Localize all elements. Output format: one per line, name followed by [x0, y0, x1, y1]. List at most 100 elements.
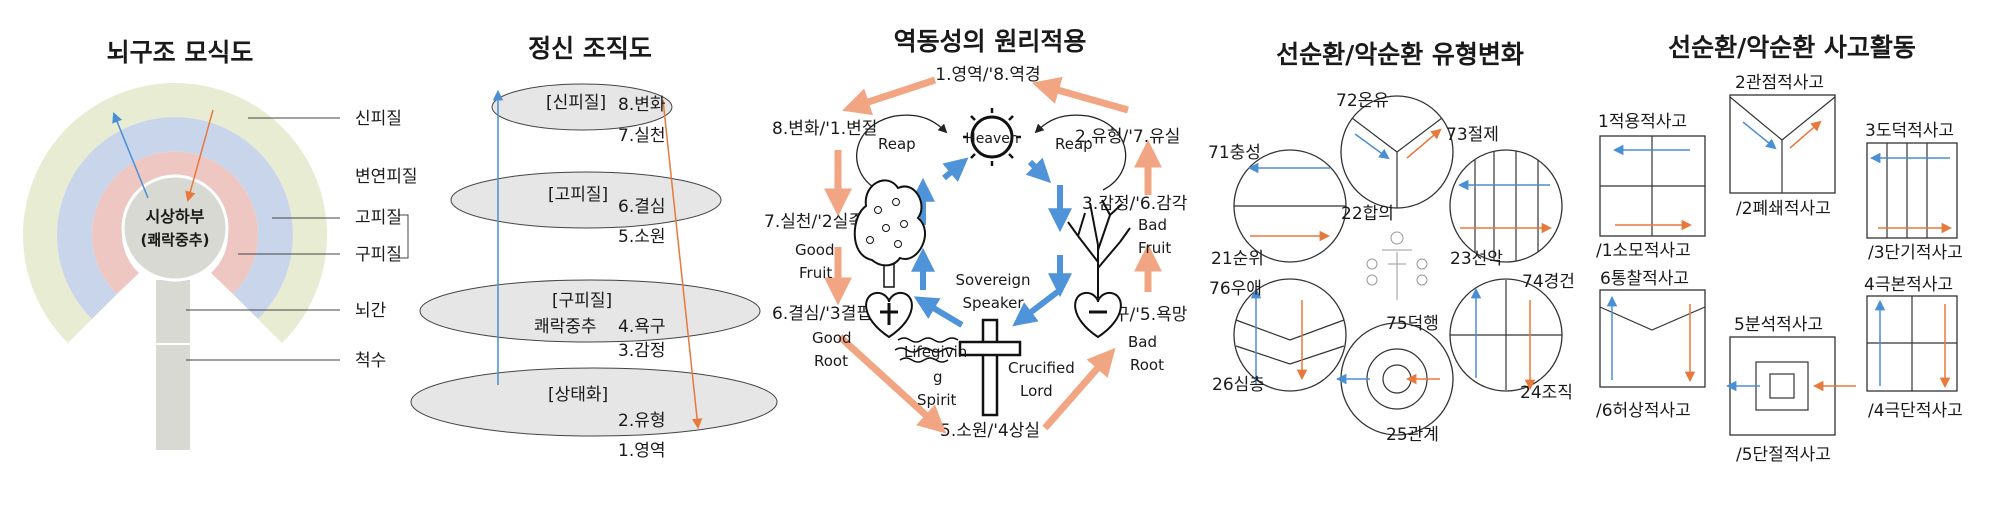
- type-circles: [1233, 95, 1563, 436]
- think-label-neg2: /2폐쇄적사고: [1736, 199, 1831, 219]
- type-label-71: 71충성: [1208, 143, 1261, 163]
- box-3: [1866, 142, 1958, 239]
- panel-cycle-thinking-activity: 선순환/악순환 사고활동: [1596, 33, 1963, 465]
- pointer-lines: [186, 117, 409, 361]
- arrow-top-right: [1031, 76, 1129, 114]
- downward-arrow: [662, 99, 703, 430]
- cycle-bottom-label: 5.소원/'4상실: [940, 421, 1040, 441]
- panel1-title: 뇌구조 모식도: [107, 38, 254, 67]
- spirit-1: Lifegivin: [904, 343, 967, 361]
- layer3-tag: [구피질]: [552, 291, 612, 311]
- blue-top-left: [942, 157, 969, 183]
- orange-arrow: [185, 109, 214, 203]
- layer-ellipse-1: [491, 83, 673, 131]
- label-limbic-cortex: 변연피질: [355, 167, 418, 187]
- sovereign-2: Speaker: [962, 294, 1024, 312]
- blue-bottom-left: [913, 296, 964, 328]
- layer3-tag2: 쾌락중추: [534, 317, 597, 337]
- spirit-2: g: [933, 368, 943, 386]
- bad-fruit-2: Fruit: [1138, 239, 1171, 257]
- crucified-1: Crucified: [1008, 359, 1075, 377]
- layer2-b: 5.소원: [618, 227, 666, 247]
- type-circle-arrows: [1247, 128, 1553, 391]
- blue-bottom-right: [1012, 287, 1062, 327]
- bad-fruit-1: Bad: [1138, 216, 1167, 234]
- type-label-26: 26심층: [1212, 375, 1265, 395]
- layer2-a: 6.결심: [618, 197, 666, 217]
- blue-arrow: [112, 112, 149, 199]
- label-paleocortex: 고피질: [355, 208, 402, 228]
- think-label-3: 3도덕적사고: [1865, 121, 1954, 141]
- sun-label: Heaven: [965, 131, 1019, 147]
- archicortex-ring: [91, 151, 258, 294]
- thinking-boxes: [1599, 94, 1958, 436]
- brainstem-block: [156, 280, 190, 343]
- crucified-2: Lord: [1020, 382, 1053, 400]
- reap-curve-left: [856, 114, 948, 191]
- type-label-23: 23선악: [1450, 249, 1503, 269]
- panel3-title: 역동성의 원리적용: [894, 27, 1087, 56]
- panel-mind-organization: 정신 조직도 [신피질] 8.변화 7.실천 [고피질] 6.결심 5.소원 […: [410, 34, 778, 461]
- type-label-24: 24조직: [1520, 383, 1573, 403]
- type-label-74: 74경건: [1522, 272, 1575, 292]
- type-label-22: 22합의: [1341, 204, 1394, 224]
- cross-icon: [958, 318, 1022, 417]
- cycle-right-mid-label: 3.감정/'6.감각: [1082, 194, 1188, 214]
- arrow-bottom-left: [837, 334, 947, 434]
- core-label-1: 시상하부: [146, 207, 205, 226]
- type-label-25: 25관계: [1386, 425, 1439, 445]
- spirit-3: Spirit: [917, 391, 957, 409]
- bad-root-1: Bad: [1128, 333, 1157, 351]
- type-label-72: 72온유: [1336, 91, 1389, 111]
- center-sketch-icon: [1366, 231, 1428, 300]
- type-circle-inner-lines: [1234, 117, 1562, 410]
- think-label-5: 5분석적사고: [1734, 315, 1823, 335]
- layer-ellipse-2: [450, 171, 722, 229]
- label-neocortex: 신피질: [355, 109, 402, 129]
- panel4-title: 선순환/악순환 유형변화: [1276, 40, 1524, 69]
- think-label-neg6: /6허상적사고: [1596, 401, 1691, 421]
- panel-cycle-type-change: 선순환/악순환 유형변화: [1208, 40, 1575, 445]
- bad-heart-icon: [1074, 291, 1122, 339]
- cycle-left-mid-label: 7.실천/'2실족: [764, 212, 864, 232]
- good-tree-icon: [853, 179, 926, 288]
- circle-76: [1233, 278, 1347, 392]
- reap-left-label: Reap: [878, 135, 916, 153]
- reap-right-label: Reap: [1055, 135, 1093, 153]
- good-fruit-2: Fruit: [799, 264, 832, 282]
- layer4-b: 1.영역: [618, 441, 666, 461]
- good-root-1: Good: [812, 329, 852, 347]
- blue-top-right: [1025, 157, 1052, 184]
- spirit-wind-icon: [894, 337, 959, 363]
- box-6: [1599, 289, 1706, 388]
- label-spinal-cord: 척수: [355, 351, 386, 371]
- hypothalamus-core: [121, 174, 229, 282]
- arrow-top-left: [842, 76, 937, 116]
- think-label-6: 6통찰적사고: [1600, 269, 1689, 289]
- think-label-neg3: /3단기적사고: [1868, 243, 1963, 263]
- good-root-2: Root: [814, 352, 848, 370]
- layer1-a: 8.변화: [618, 95, 666, 115]
- type-label-75: 75덕행: [1386, 314, 1439, 334]
- think-label-neg1: /1소모적사고: [1596, 241, 1691, 261]
- layer1-tag: [신피질]: [546, 93, 606, 113]
- bad-tree-icon: [1067, 199, 1131, 298]
- think-label-neg5: /5단절적사고: [1736, 445, 1831, 465]
- layer3-b: 3.감정: [618, 341, 666, 361]
- spinal-cord-block: [156, 345, 190, 450]
- think-label-4: 4극본적사고: [1864, 275, 1953, 295]
- panel-brain-structure: 뇌구조 모식도 시상하부 (쾌락중추) 신피질 변연피질 고피질 구피질 뇌간 …: [23, 38, 418, 450]
- cycle-left-top-label: 8.변화/'1.변질: [772, 119, 877, 139]
- good-fruit-1: Good: [795, 241, 835, 259]
- paleocortex-ring: [57, 117, 293, 319]
- panel5-title: 선순환/악순환 사고활동: [1668, 33, 1916, 62]
- neocortex-ring: [23, 83, 328, 344]
- think-label-neg4: /4극단적사고: [1868, 401, 1963, 421]
- cycle-top-label: 1.영역/'8.역경: [935, 65, 1040, 85]
- layer3-a: 4.욕구: [618, 317, 666, 337]
- layer-ellipse-4: [410, 367, 778, 437]
- reap-curve-right: [1034, 114, 1127, 191]
- type-label-73: 73절제: [1446, 125, 1499, 145]
- think-label-2: 2관점적사고: [1735, 73, 1824, 93]
